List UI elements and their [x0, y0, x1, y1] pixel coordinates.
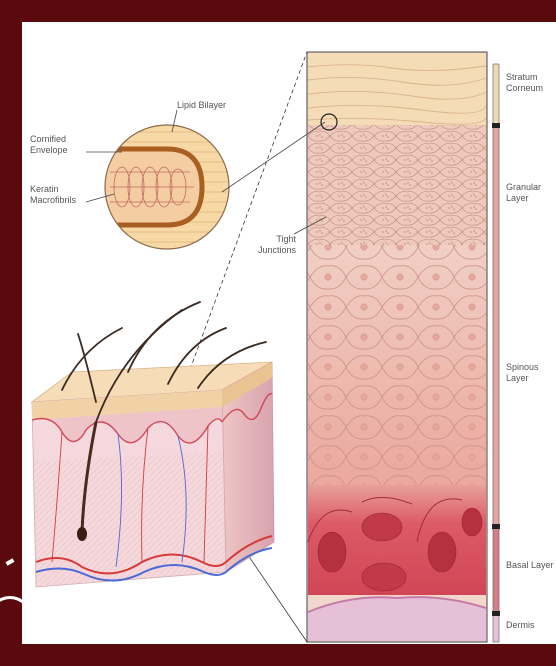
skin-block-3d: [32, 302, 274, 587]
layer-scale-bar: [492, 64, 500, 642]
label-lipid-bilayer: Lipid Bilayer: [177, 100, 226, 111]
label-tight-junctions: Tight Junctions: [254, 234, 296, 256]
skin-layers-diagram: [22, 22, 556, 644]
label-stratum-corneum: Stratum Corneum: [506, 72, 554, 94]
label-keratin-macrofibrils: Keratin Macrofibrils: [30, 184, 90, 206]
label-spinous-layer: Spinous Layer: [506, 362, 554, 384]
label-basal-layer: Basal Layer: [506, 560, 554, 571]
label-dermis: Dermis: [506, 620, 554, 631]
epidermis-cross-section: [307, 52, 487, 642]
diagram-panel: Lipid Bilayer Cornified Envelope Keratin…: [22, 22, 556, 644]
corneocyte-magnified-view: [86, 110, 337, 249]
label-granular-layer: Granular Layer: [506, 182, 554, 204]
label-cornified-envelope: Cornified Envelope: [30, 134, 90, 156]
frame-ornament: [6, 558, 15, 565]
